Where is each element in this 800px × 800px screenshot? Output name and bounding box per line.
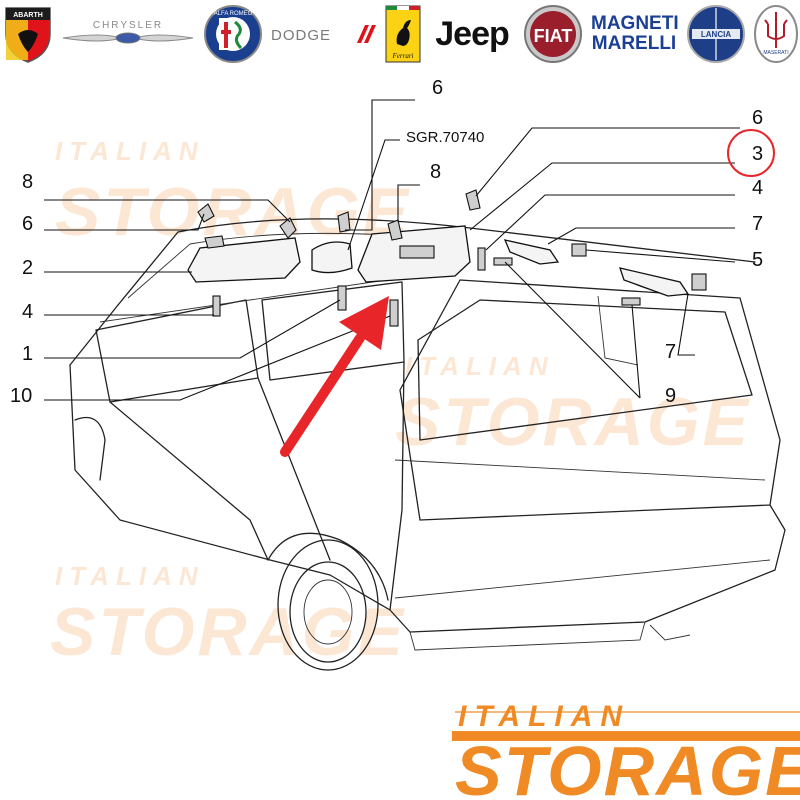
footer-logo-italian: ITALIAN: [458, 700, 630, 733]
c-pillar-line: [389, 361, 405, 611]
door-line: [109, 401, 269, 561]
magneti-marelli-logo: MAGNETI MARELLI: [588, 4, 680, 64]
rear-wiper-area: [597, 295, 639, 366]
callout-8-left: 8: [22, 171, 33, 193]
exhaust: [649, 624, 691, 641]
jeep-logo: Jeep: [427, 4, 517, 64]
right-screw: [477, 247, 486, 271]
callout-9: 9: [665, 385, 676, 407]
leader-lines: [44, 99, 740, 401]
watermark-storage-1: STORAGE: [55, 174, 411, 250]
red-pointer-arrow: [280, 296, 389, 457]
rear-wheel-rim: [303, 579, 353, 645]
alfa-romeo-logo-text: ALFA ROMEO: [214, 11, 253, 17]
rear-window: [417, 299, 753, 441]
left-screw: [212, 295, 221, 317]
rear-wheel-tyre: [289, 561, 367, 663]
lower-grab-handle: [619, 267, 690, 297]
dodge-logo: DODGE: [268, 4, 378, 64]
watermark-storage-2: STORAGE: [395, 384, 751, 460]
front-body-line: [69, 364, 331, 576]
hatch-lower-line: [394, 459, 766, 481]
callout-10: 10: [10, 385, 32, 407]
jeep-logo-text: Jeep: [435, 14, 509, 53]
callout-6-top: 6: [432, 77, 443, 99]
callout-2: 2: [22, 257, 33, 279]
b-pillar-line: [257, 377, 331, 561]
roof-line: [177, 218, 756, 263]
lower-handle-cap: [691, 273, 707, 291]
alfa-romeo-logo: ALFA ROMEO: [201, 4, 265, 64]
callout-5: 5: [752, 249, 763, 271]
car-body-outline: [69, 218, 786, 671]
lancia-logo: LANCIA: [684, 4, 748, 64]
callout-3-highlighted: 3: [752, 143, 763, 165]
rear-wheel-outer: [277, 539, 379, 671]
callout-4-left: 4: [22, 301, 33, 323]
vanity-mirror: [399, 245, 435, 259]
grab-handle-screw-2: [621, 297, 641, 306]
center-screw: [337, 285, 347, 311]
callout-8-center: 8: [430, 161, 441, 183]
callout-1: 1: [22, 343, 33, 365]
watermark-group: ITALIAN STORAGE ITALIAN STORAGE ITALIAN …: [50, 136, 751, 670]
parts-group: [187, 189, 707, 327]
callout-7-upper: 7: [752, 213, 763, 235]
a-pillar: [117, 231, 179, 306]
watermark-italian-2: ITALIAN: [405, 351, 555, 381]
bumper-top: [394, 559, 771, 599]
callout-7-lower: 7: [665, 341, 676, 363]
wheel-arch: [267, 532, 389, 601]
fiat-logo: FIAT: [522, 4, 584, 64]
callout-4-right: 4: [752, 177, 763, 199]
ferrari-logo-text: Ferrari: [392, 52, 414, 60]
interior-mirror: [311, 241, 353, 274]
watermark-italian-3: ITALIAN: [55, 561, 205, 591]
watermark-italian-1: ITALIAN: [55, 136, 205, 166]
lancia-logo-text: LANCIA: [701, 30, 731, 39]
ferrari-logo: Ferrari: [382, 4, 424, 64]
maserati-logo: MASERATI: [752, 4, 800, 64]
callout-6-right: 6: [752, 107, 763, 129]
dodge-logo-text: DODGE: [271, 27, 331, 44]
handle-cap: [571, 243, 587, 257]
watermark-storage-3: STORAGE: [50, 594, 406, 670]
highlight-circle: [727, 129, 775, 177]
grab-handle-screw-1: [493, 257, 513, 266]
chrysler-logo: CHRYSLER: [60, 4, 196, 64]
fiat-logo-text: FIAT: [534, 26, 573, 46]
abarth-logo: ABARTH: [0, 4, 56, 64]
diagram-reference-code: SGR.70740: [406, 129, 484, 146]
callout-labels: 6 8 6 2 4 1 10 8 6 3 4 7 5 7 9 SGR.70740: [10, 77, 763, 407]
brand-logo-strip: ABARTH CHRYSLER ALFA ROMEO DODGE: [0, 0, 800, 68]
windshield-edge: [69, 304, 119, 366]
callout-6-left: 6: [22, 213, 33, 235]
right-visor-hinge: [387, 219, 403, 241]
visor-screw: [389, 299, 399, 327]
maserati-logo-text: MASERATI: [763, 50, 788, 56]
chrysler-logo-text: CHRYSLER: [93, 20, 163, 31]
footer-logo-storage: STORAGE: [455, 732, 800, 800]
abarth-logo-text: ABARTH: [13, 12, 43, 19]
bumper-lower: [409, 621, 646, 651]
left-sun-visor: [187, 237, 301, 283]
left-visor-hinge: [204, 235, 225, 249]
front-wheel-arch: [74, 416, 106, 481]
italian-storage-footer-logo: ITALIAN STORAGE: [452, 700, 800, 800]
upper-grab-handle: [503, 239, 560, 265]
center-clip: [337, 211, 351, 233]
footer-logo-bar: [452, 731, 800, 741]
left-visor-clip: [279, 217, 297, 239]
magneti-marelli-logo-text: MAGNETI MARELLI: [591, 13, 679, 54]
